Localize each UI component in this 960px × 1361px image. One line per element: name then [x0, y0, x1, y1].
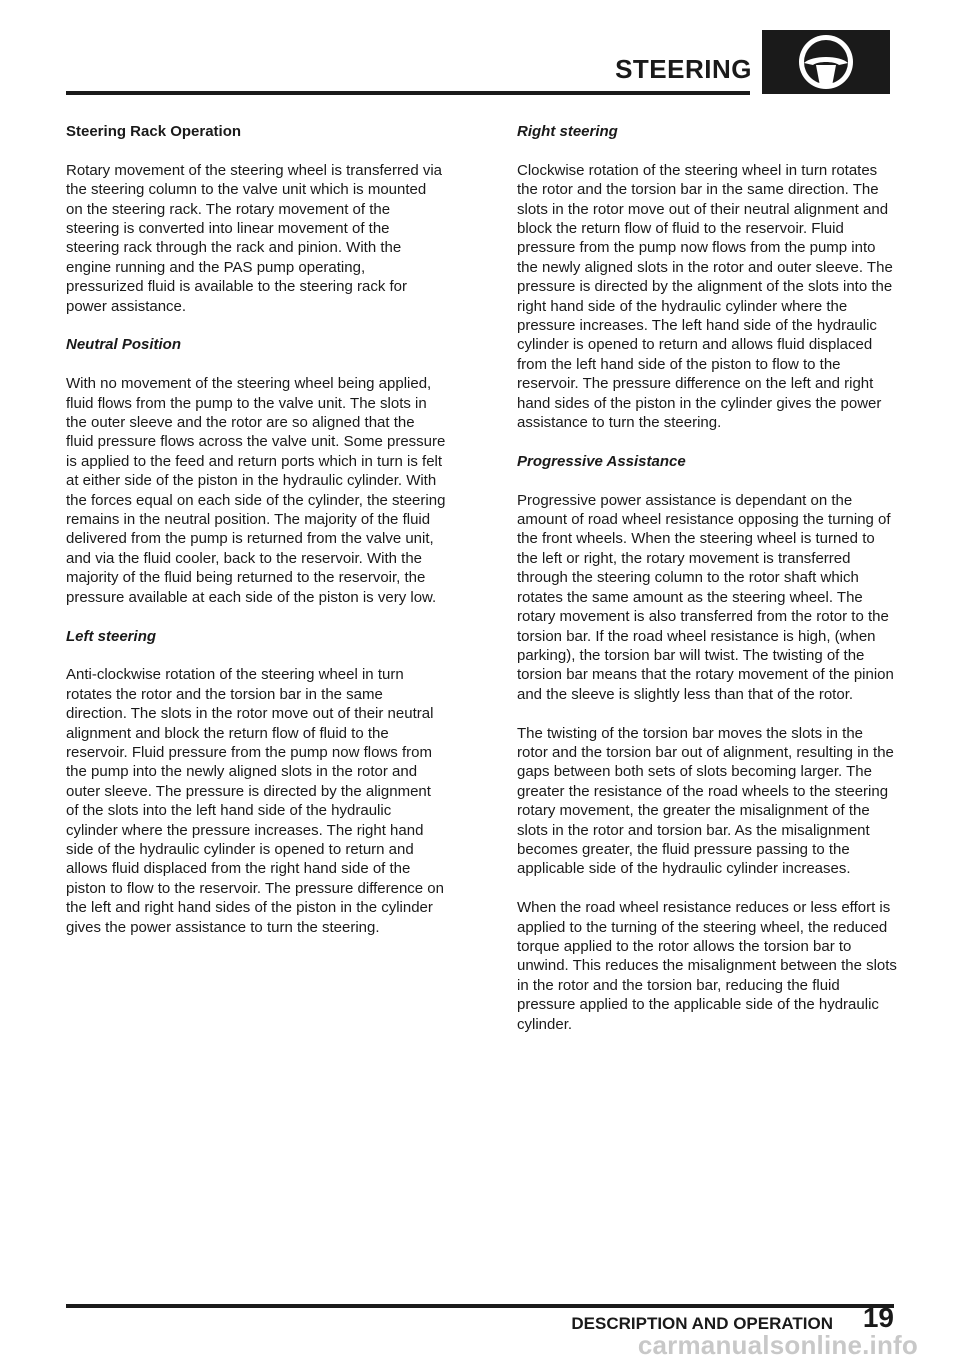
footer-rule: [66, 1304, 894, 1308]
right-steering-paragraph: Clockwise rotation of the steering wheel…: [517, 161, 893, 432]
progressive-paragraph-2: The twisting of the torsion bar moves th…: [517, 724, 894, 878]
subheading-progressive: Progressive Assistance: [517, 452, 686, 470]
page-header-title: STEERING: [615, 54, 752, 84]
section-logo: [762, 30, 890, 94]
subheading-right-steering: Right steering: [517, 123, 618, 140]
neutral-paragraph: With no movement of the steering wheel b…: [66, 375, 446, 606]
intro-paragraph: Rotary movement of the steering wheel is…: [66, 161, 443, 315]
footer-section-label: DESCRIPTION AND OPERATION: [571, 1314, 833, 1333]
progressive-paragraph-1: Progressive power assistance is dependan…: [517, 491, 894, 703]
subheading-left-steering: Left steering: [66, 627, 157, 645]
page-number: 19: [862, 1302, 894, 1333]
header-rule: [66, 91, 750, 95]
subheading-neutral: Neutral Position: [66, 336, 182, 354]
section-heading: Steering Rack Operation: [66, 123, 242, 140]
steering-wheel-icon: [799, 35, 853, 89]
right-column: Right steering Clockwise rotation of the…: [517, 122, 897, 1053]
progressive-paragraph-3: When the road wheel resistance reduces o…: [517, 899, 897, 1033]
left-column: Steering Rack Operation Rotary movement …: [66, 122, 446, 956]
watermark: carmanualsonline.info: [637, 1330, 918, 1360]
left-steering-paragraph: Anti-clockwise rotation of the steering …: [66, 666, 444, 936]
